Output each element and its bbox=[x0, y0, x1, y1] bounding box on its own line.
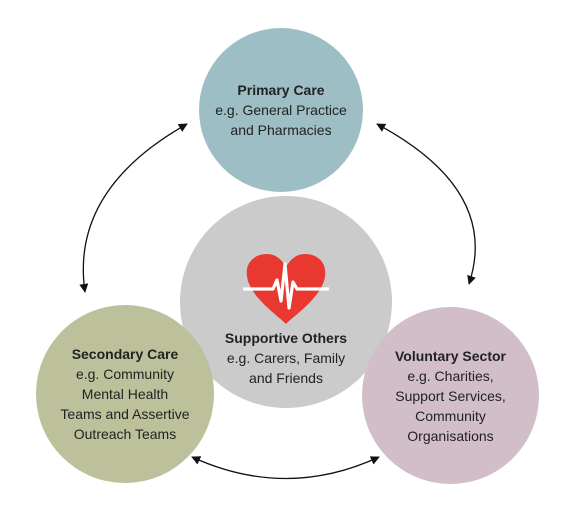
primary-care-description: e.g. General Practice and Pharmacies bbox=[215, 102, 347, 138]
arrow-primary-secondary bbox=[79, 123, 188, 293]
secondary-care-title: Secondary Care bbox=[71, 346, 179, 362]
heart-pulse-icon bbox=[241, 252, 331, 328]
arrow-secondary-voluntary bbox=[191, 456, 380, 480]
primary-care-node: Primary Care e.g. General Practice and P… bbox=[199, 28, 363, 192]
pulse-line bbox=[241, 262, 331, 310]
voluntary-sector-title: Voluntary Sector bbox=[395, 347, 506, 364]
voluntary-sector-description: e.g. Charities, Support Services, Commun… bbox=[395, 367, 506, 444]
supportive-others-title: Supportive Others bbox=[224, 330, 348, 346]
voluntary-sector-node: Voluntary Sector e.g. Charities, Support… bbox=[362, 307, 539, 484]
primary-care-title: Primary Care bbox=[237, 82, 325, 98]
secondary-care-description: e.g. Community Mental Health Teams and A… bbox=[60, 366, 190, 442]
supportive-others-description: e.g. Carers, Family and Friends bbox=[226, 350, 346, 386]
secondary-care-node: Secondary Care e.g. Community Mental Hea… bbox=[36, 305, 214, 483]
arrow-primary-voluntary bbox=[376, 123, 476, 285]
supportive-others-node: Supportive Others e.g. Carers, Family an… bbox=[180, 196, 392, 408]
heart-pulse-graphic bbox=[241, 254, 331, 324]
